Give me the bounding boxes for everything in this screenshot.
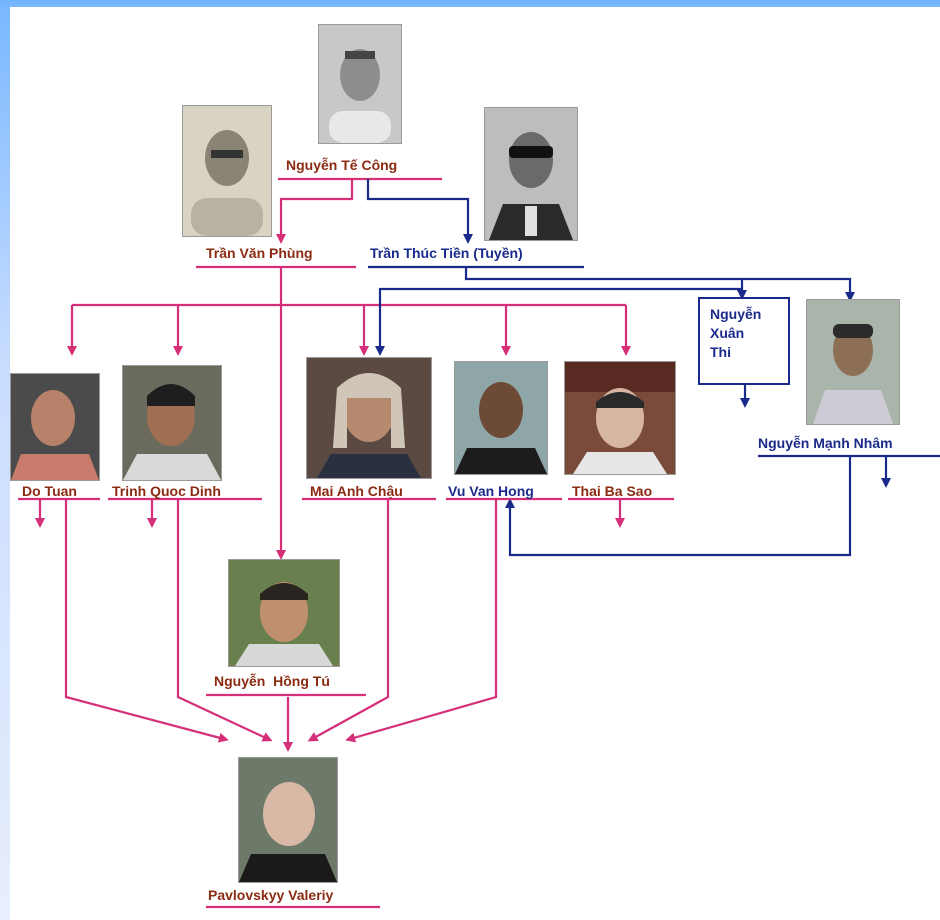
portrait-nguyen-hong-tu [228,559,340,667]
portrait-do-tuan [10,373,100,481]
connector-lines [18,177,940,909]
label-trinh-quoc-dinh: Trinh Quoc Dinh [112,483,221,499]
portrait-tran-thuc-tien [484,107,578,241]
label-nguyen-xuan-thi-line1: Nguyễn [710,306,762,322]
box-nguyen-xuan-thi: Nguyễn Xuân Thi [698,297,790,385]
label-nguyen-xuan-thi-line2: Xuân [710,325,745,341]
label-nguyen-hong-tu: Nguyễn Hồng Tú [214,673,330,689]
portrait-vu-van-hong [454,361,548,475]
portrait-trinh-quoc-dinh [122,365,222,481]
label-thai-ba-sao: Thai Ba Sao [572,483,653,499]
label-nguyen-xuan-thi-line3: Thi [710,344,731,360]
portrait-tran-van-phung [182,105,272,237]
label-pavlovskyy-valeriy: Pavlovskyy Valeriy [208,887,334,903]
label-tran-thuc-tien: Trần Thúc Tiền (Tuyền) [370,245,523,261]
portrait-pavlovskyy-valeriy [238,757,338,883]
portrait-nguyen-te-cong [318,24,402,144]
label-do-tuan: Do Tuan [22,483,77,499]
portrait-mai-anh-chau [306,357,432,479]
label-nguyen-te-cong: Nguyễn Tế Công [286,157,398,173]
lineage-diagram: Nguyễn Tế Công Trần Văn Phùng Trần Thúc … [10,7,940,920]
portrait-nguyen-manh-nham [806,299,900,425]
label-tran-van-phung: Trần Văn Phùng [206,245,313,261]
portrait-thai-ba-sao [564,361,676,475]
label-nguyen-manh-nham: Nguyễn Mạnh Nhâm [758,435,893,451]
label-vu-van-hong: Vu Van Hong [448,483,534,499]
label-mai-anh-chau: Mai Anh Chậu [310,483,403,499]
